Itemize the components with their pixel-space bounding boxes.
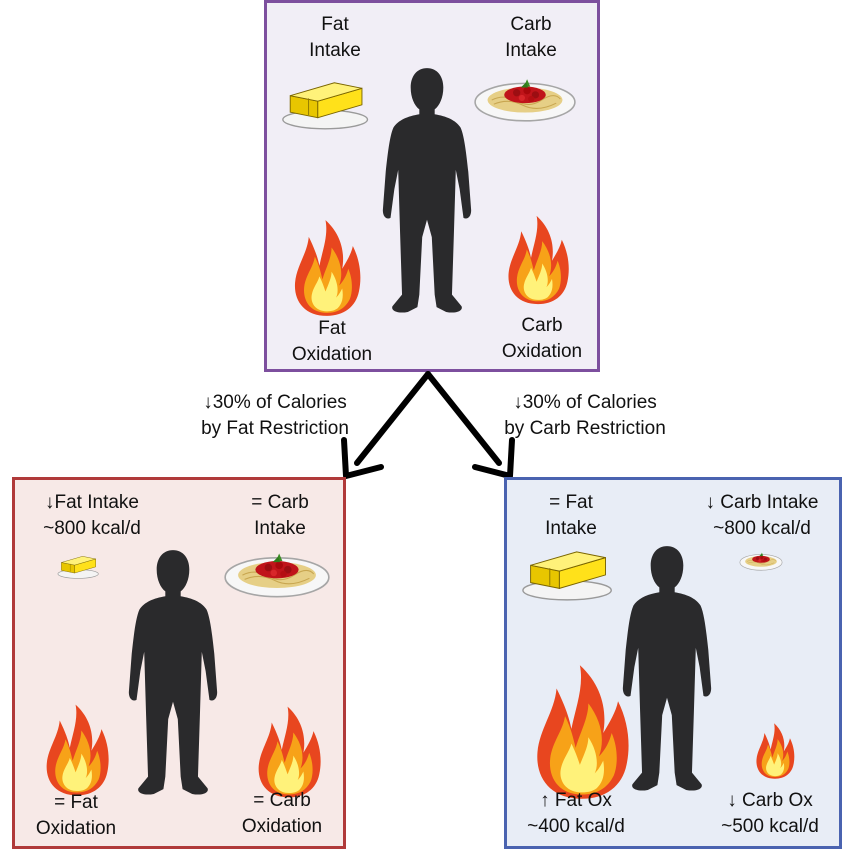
pasta-plate-icon xyxy=(739,548,783,574)
butter-block-icon xyxy=(57,552,101,580)
arrowhead-left xyxy=(341,437,384,479)
butter-block-icon xyxy=(521,542,617,604)
arrow-to-carb-restriction xyxy=(425,371,502,466)
fat-oxidation-label: ↑ Fat Ox~400 kcal/d xyxy=(527,790,625,837)
fat-intake-label: ↓Fat Intake~800 kcal/d xyxy=(43,492,141,539)
carb-intake-label: ↓ Carb Intake~800 kcal/d xyxy=(705,492,819,539)
flame-icon xyxy=(529,662,635,802)
person-silhouette-icon xyxy=(125,540,221,806)
carb-oxidation-label: ↓ Carb Ox~500 kcal/d xyxy=(721,790,819,837)
arrowhead-right xyxy=(472,437,515,479)
flame-icon xyxy=(41,702,113,798)
flame-icon xyxy=(753,722,797,780)
flame-icon xyxy=(253,704,325,800)
arrow-to-fat-restriction xyxy=(354,371,431,466)
pasta-plate-icon xyxy=(223,546,331,602)
